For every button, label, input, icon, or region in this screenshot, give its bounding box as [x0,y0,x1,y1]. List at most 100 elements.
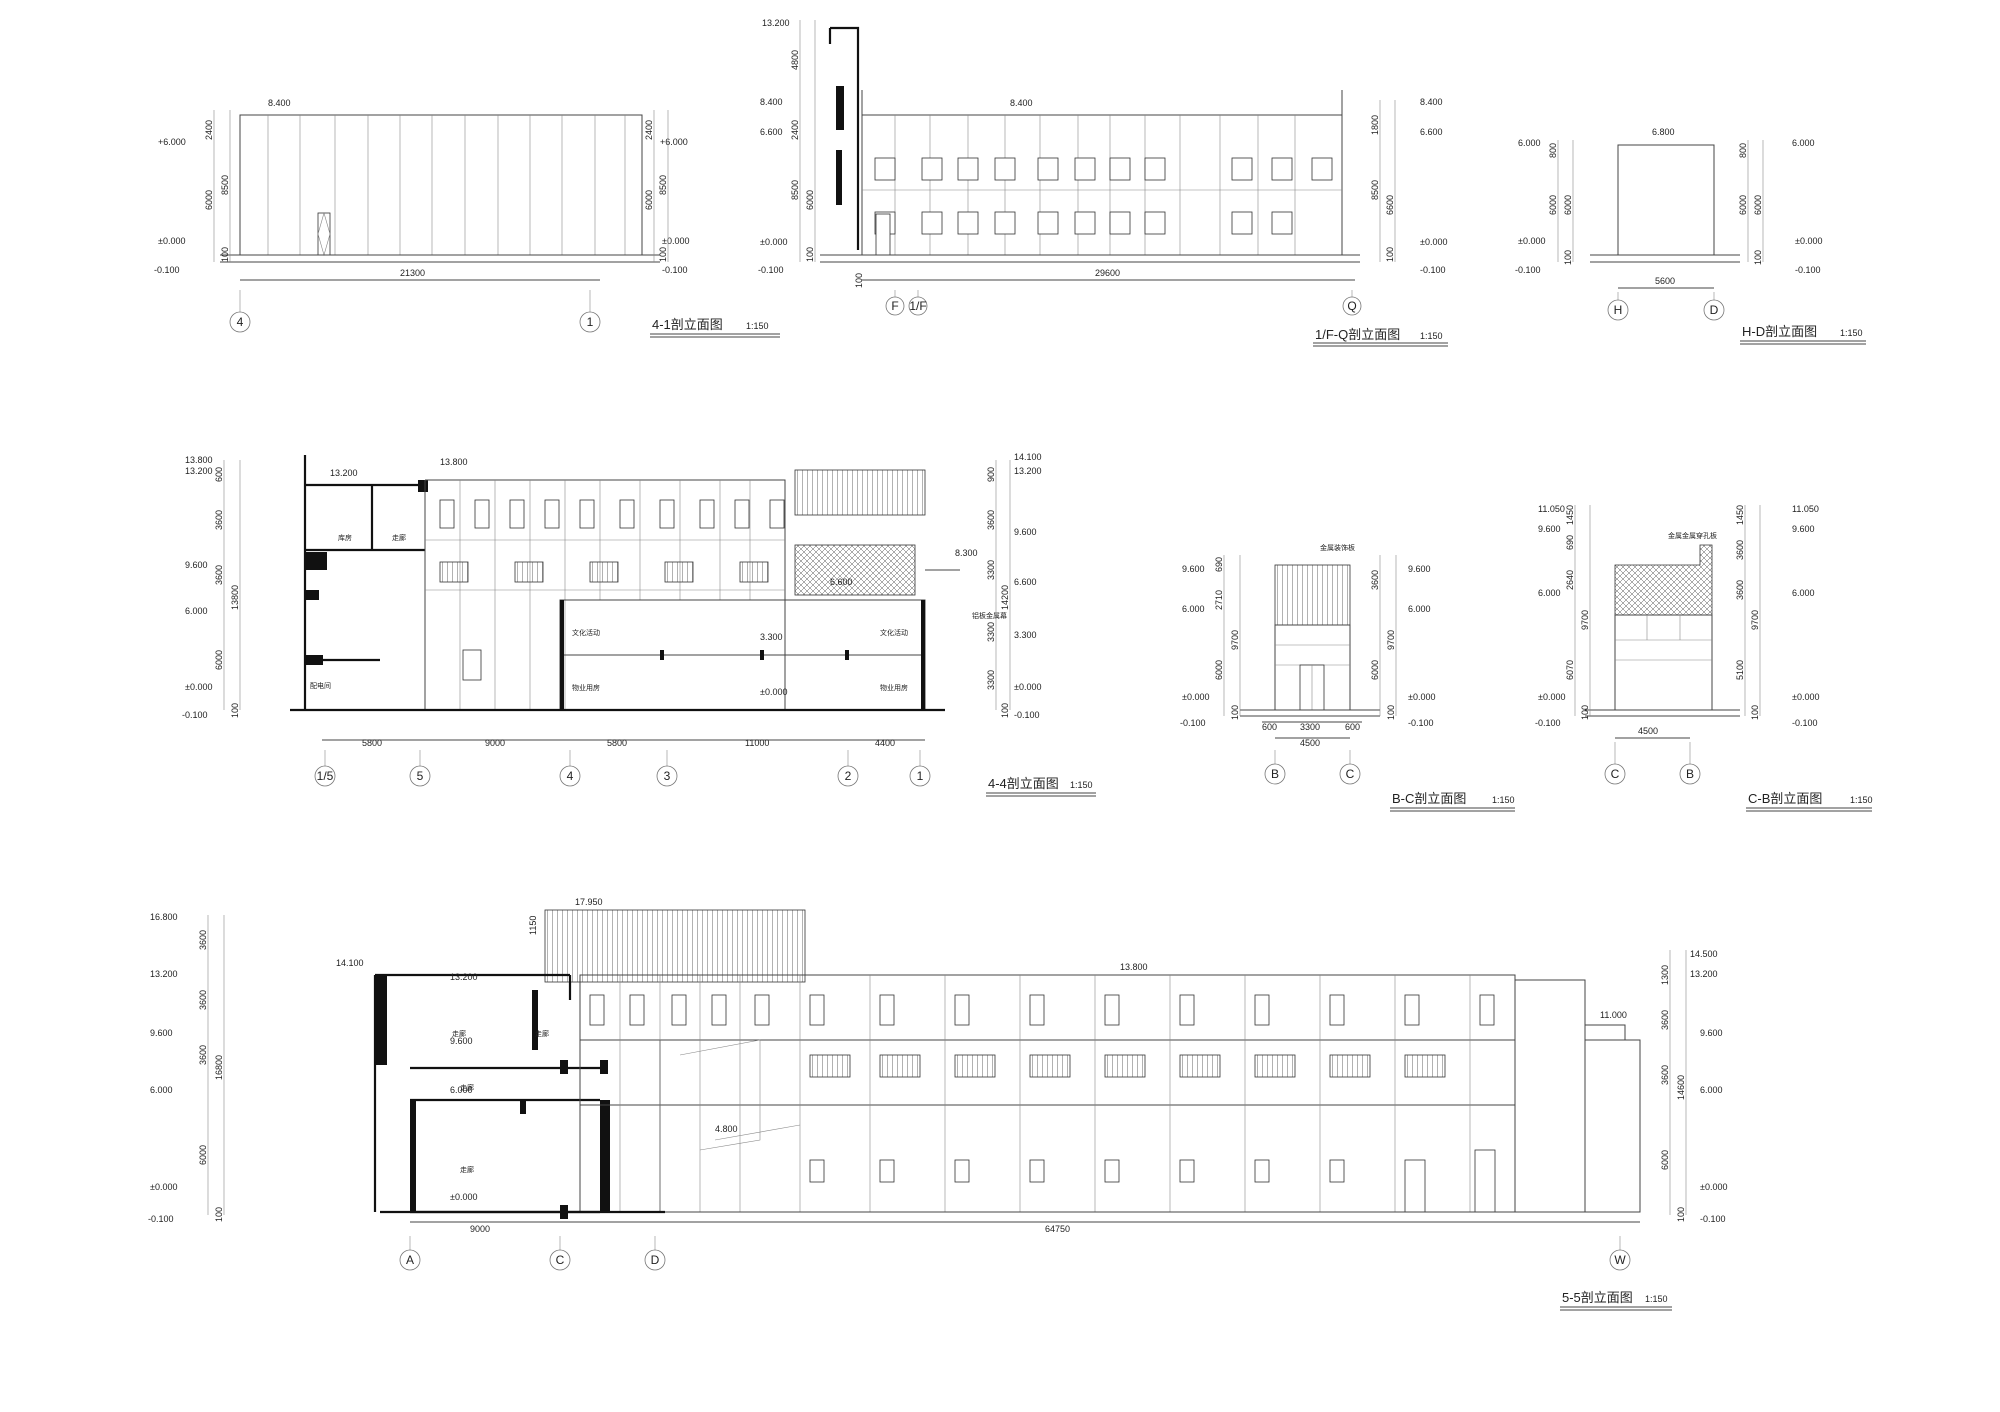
louver-row [809,1054,1446,1078]
svg-text:13.200: 13.200 [450,972,478,982]
axis-label: 1 [587,315,594,329]
level-right-3: -0.100 [662,265,688,275]
svg-text:100: 100 [1385,247,1395,262]
svg-text:6.600: 6.600 [1014,577,1037,587]
axis-label: Q [1347,299,1356,313]
axis-label: C [1611,767,1620,781]
level-right-2: ±0.000 [662,236,689,246]
svg-text:100: 100 [1000,703,1010,718]
window-row-lower [874,211,1293,235]
svg-text:4.800: 4.800 [715,1124,738,1134]
top-level: 6.800 [1652,127,1675,137]
axis-label: 2 [845,769,852,783]
svg-text:2400: 2400 [204,120,214,140]
svg-text:8500: 8500 [1370,180,1380,200]
svg-text:±0.000: ±0.000 [1795,236,1822,246]
svg-text:6600: 6600 [1385,195,1395,215]
svg-text:4500: 4500 [1300,738,1320,748]
svg-text:3300: 3300 [986,622,996,642]
svg-text:±0.000: ±0.000 [1408,692,1435,702]
svg-text:100: 100 [854,273,864,288]
axis-label: 4 [567,769,574,783]
svg-text:13.200: 13.200 [330,468,358,478]
svg-text:9.600: 9.600 [1538,524,1561,534]
svg-text:6000: 6000 [1660,1150,1670,1170]
svg-text:100: 100 [1580,705,1590,720]
svg-text:1800: 1800 [1370,115,1380,135]
svg-text:13.200: 13.200 [1690,969,1718,979]
annotation: 金属装饰板 [1320,543,1355,552]
svg-text:5600: 5600 [1655,276,1675,286]
room-label: 物业用房 [880,683,908,692]
level-left-1: +6.000 [158,137,186,147]
svg-text:690: 690 [1565,535,1575,550]
svg-text:3600: 3600 [1370,570,1380,590]
svg-text:14.100: 14.100 [1014,452,1042,462]
svg-text:8500: 8500 [220,175,230,195]
svg-text:29600: 29600 [1095,268,1120,278]
room-label: 文化活动 [572,628,600,637]
room-label: 走廊 [460,1165,474,1174]
svg-text:1450: 1450 [1735,505,1745,525]
svg-text:1300: 1300 [1660,965,1670,985]
svg-text:6000: 6000 [1753,195,1763,215]
svg-text:-0.100: -0.100 [1515,265,1541,275]
svg-text:6.600: 6.600 [1420,127,1443,137]
svg-text:6.600: 6.600 [830,577,853,587]
svg-text:±0.000: ±0.000 [1182,692,1209,702]
svg-text:±0.000: ±0.000 [1014,682,1041,692]
drawing-scale: 1:150 [1070,780,1093,790]
svg-text:100: 100 [220,247,230,262]
svg-text:16.800: 16.800 [150,912,178,922]
svg-text:600: 600 [214,467,224,482]
level-left-3: -0.100 [154,265,180,275]
axis-label: B [1686,767,1694,781]
svg-text:9700: 9700 [1230,630,1240,650]
axis-label: B [1271,767,1279,781]
svg-text:9.600: 9.600 [1700,1028,1723,1038]
svg-text:14200: 14200 [1000,585,1010,610]
svg-text:±0.000: ±0.000 [150,1182,177,1192]
svg-text:6.000: 6.000 [1538,588,1561,598]
section-H-D: 6.800 6.000 ±0.000 -0.100 6.000 ±0.000 -… [1515,127,1866,345]
drawing-scale: 1:150 [746,321,769,331]
window-row-upper [874,157,1333,181]
section-4-1: 8.400 +6.000 ±0.000 -0.100 +6.000 ±0.000… [154,98,780,338]
drawing-scale: 1:150 [1850,795,1873,805]
room-label: 配电间 [310,681,331,690]
room-label: 走廊 [460,1083,474,1092]
section-B-C: 金属装饰板 9.600 6.000 ±0.000 -0.100 9.600 6.… [1180,543,1515,812]
svg-text:8.400: 8.400 [1420,97,1443,107]
svg-text:900: 900 [986,467,996,482]
svg-text:11.000: 11.000 [1600,1010,1627,1020]
svg-text:3600: 3600 [214,565,224,585]
svg-text:3300: 3300 [1300,722,1320,732]
louver-panels [439,561,769,583]
svg-text:-0.100: -0.100 [1700,1214,1726,1224]
annotation: 金属金属穿孔板 [1668,531,1717,540]
svg-text:±0.000: ±0.000 [1538,692,1565,702]
svg-text:-0.100: -0.100 [148,1214,174,1224]
drawing-scale: 1:150 [1645,1294,1668,1304]
svg-text:14.500: 14.500 [1690,949,1718,959]
svg-text:6.000: 6.000 [1408,604,1431,614]
svg-text:6.000: 6.000 [1700,1085,1723,1095]
svg-text:3600: 3600 [198,990,208,1010]
svg-text:6.000: 6.000 [1792,138,1815,148]
svg-text:1450: 1450 [1565,505,1575,525]
svg-text:17.950: 17.950 [575,897,603,907]
svg-text:9.600: 9.600 [185,560,208,570]
svg-text:-0.100: -0.100 [758,265,784,275]
svg-text:3600: 3600 [1735,580,1745,600]
svg-text:2400: 2400 [644,120,654,140]
level-left-2: ±0.000 [158,236,185,246]
axis-label: W [1614,1253,1626,1267]
svg-text:6000: 6000 [198,1145,208,1165]
svg-text:6000: 6000 [1214,660,1224,680]
level-right-1: +6.000 [660,137,688,147]
axis-label: C [1346,767,1355,781]
svg-text:9.600: 9.600 [1014,527,1037,537]
svg-text:100: 100 [1750,705,1760,720]
svg-text:600: 600 [1262,722,1277,732]
axis-label: 5 [417,769,424,783]
